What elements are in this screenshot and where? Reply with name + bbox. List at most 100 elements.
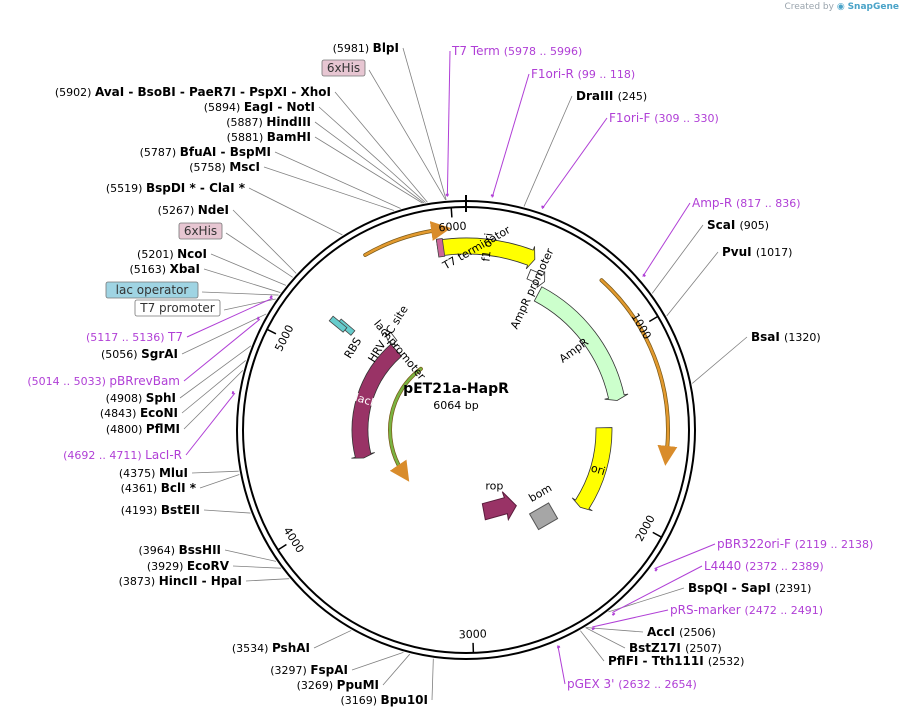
- primer-label[interactable]: F1ori-F (309 .. 330): [609, 111, 719, 125]
- site-leader: [402, 47, 447, 200]
- restriction-site-label[interactable]: PvuI (1017): [722, 245, 792, 259]
- restriction-site-label[interactable]: (4375) MluI: [119, 466, 188, 480]
- primer-leader: [185, 392, 236, 456]
- restriction-site-label[interactable]: (5887) HindIII: [226, 115, 311, 129]
- site-leader: [201, 291, 279, 296]
- site-leader: [585, 627, 626, 649]
- site-leader: [691, 336, 748, 384]
- feature-rbs-label: RBS: [342, 335, 365, 361]
- primer-leader: [541, 117, 608, 210]
- restriction-site-label[interactable]: DraIII (245): [576, 89, 647, 103]
- restriction-site-label[interactable]: (4193) BstEII: [121, 503, 200, 517]
- restriction-site-label[interactable]: BspQI - SapI (2391): [688, 581, 811, 595]
- primer-leader: [654, 543, 716, 570]
- feature-rbs[interactable]: [328, 315, 348, 333]
- restriction-site-label[interactable]: (5519) BspDI * - ClaI *: [106, 181, 246, 195]
- feature-box-6xhis[interactable]: [321, 59, 366, 77]
- primer-marker: [591, 627, 596, 631]
- primer-leader: [491, 73, 530, 198]
- site-leader: [666, 251, 719, 317]
- restriction-site-label[interactable]: BstZ17I (2507): [629, 641, 722, 655]
- primer-marker: [642, 273, 646, 278]
- tick-label: 6000: [438, 220, 467, 235]
- feature-ampr[interactable]: [533, 286, 629, 401]
- restriction-site-label[interactable]: ScaI (905): [707, 218, 769, 232]
- restriction-site-label[interactable]: (5981) BlpI: [333, 41, 399, 55]
- restriction-site-label[interactable]: (5201) NcoI: [137, 247, 207, 261]
- feature-f1-ori[interactable]: [436, 237, 536, 270]
- site-leader: [351, 651, 404, 671]
- feature-box-lac-operator[interactable]: [105, 281, 199, 299]
- site-leader: [580, 630, 605, 662]
- tick-mark: [266, 328, 277, 335]
- tick-label: 2000: [633, 513, 658, 544]
- site-leader: [181, 360, 246, 414]
- restriction-site-label[interactable]: (4800) PflMI: [106, 422, 180, 436]
- restriction-site-label[interactable]: (4361) BclI *: [121, 481, 197, 495]
- restriction-site-label[interactable]: (5758) MscI: [189, 160, 260, 174]
- primer-marker: [556, 645, 561, 649]
- restriction-site-label[interactable]: BsaI (1320): [751, 330, 821, 344]
- primer-label[interactable]: T7 Term (5978 .. 5996): [451, 44, 582, 58]
- restriction-site-label[interactable]: (3534) PshAI: [232, 641, 310, 655]
- primer-label[interactable]: L4440 (2372 .. 2389): [704, 559, 824, 573]
- site-leader: [585, 627, 644, 633]
- primer-label[interactable]: (5117 .. 5136) T7: [86, 330, 183, 344]
- restriction-site-label[interactable]: (5894) EagI - NotI: [204, 100, 315, 114]
- restriction-site-label[interactable]: AccI (2506): [647, 625, 716, 639]
- restriction-site-label[interactable]: (5787) BfuAI - BspMI: [140, 145, 271, 159]
- site-leader: [232, 209, 297, 274]
- restriction-site-label[interactable]: (5902) AvaI - BsoBI - PaeR7I - PspXI - X…: [55, 85, 331, 99]
- feature-box-label: 6xHis: [327, 61, 360, 75]
- restriction-site-label[interactable]: (4843) EcoNI: [100, 406, 178, 420]
- restriction-site-label[interactable]: (4908) SphI: [106, 391, 176, 405]
- feature-laci-promoter[interactable]: [384, 332, 398, 347]
- restriction-site-label[interactable]: (3269) PpuMI: [297, 678, 379, 692]
- site-leader: [318, 106, 426, 203]
- restriction-site-label[interactable]: (3873) HincII - HpaI: [119, 574, 242, 588]
- primer-label[interactable]: pRS-marker (2472 .. 2491): [670, 603, 823, 617]
- primer-label[interactable]: Amp-R (817 .. 836): [692, 196, 801, 210]
- tick-mark: [652, 531, 662, 538]
- primer-label[interactable]: F1ori-R (99 .. 118): [531, 67, 635, 81]
- restriction-site-label[interactable]: (3169) Bpu10I: [340, 693, 428, 707]
- feature-ampr-label: AmpR: [557, 335, 591, 365]
- feature-rop-label: rop: [485, 480, 503, 493]
- orange-arc-arrow: [657, 444, 678, 466]
- restriction-site-label[interactable]: (5163) XbaI: [130, 262, 200, 276]
- feature-ampr-promoter[interactable]: [526, 269, 546, 288]
- primer-label[interactable]: (4692 .. 4711) LacI-R: [63, 448, 182, 462]
- feature-t7-terminator[interactable]: [435, 237, 446, 258]
- primer-label[interactable]: (5014 .. 5033) pBRrevBam: [27, 374, 180, 388]
- feature-box-6xhis[interactable]: [178, 222, 223, 240]
- feature-box-t7-promoter[interactable]: [134, 299, 221, 317]
- tick-label: 3000: [459, 627, 487, 641]
- site-leader: [199, 474, 240, 489]
- primer-leader: [446, 50, 451, 197]
- feature-bom[interactable]: [528, 502, 559, 531]
- restriction-site-label[interactable]: (3297) FspAI: [270, 663, 348, 677]
- feature-laci[interactable]: [351, 343, 403, 459]
- primer-label[interactable]: pBR322ori-F (2119 .. 2138): [717, 537, 873, 551]
- restriction-site-label[interactable]: (3964) BssHII: [139, 543, 221, 557]
- primer-label[interactable]: pGEX 3' (2632 .. 2654): [567, 677, 697, 691]
- tick-label: 4000: [281, 525, 307, 556]
- site-leader: [523, 95, 573, 207]
- feature-rop[interactable]: [481, 491, 517, 522]
- feature-ori[interactable]: [571, 427, 613, 512]
- restriction-site-label[interactable]: (5881) BamHI: [227, 130, 311, 144]
- orange-arc-shadow: [363, 228, 435, 257]
- restriction-site-label[interactable]: (5267) NdeI: [158, 203, 229, 217]
- feature-box-label: 6xHis: [184, 224, 217, 238]
- restriction-site-label[interactable]: (3929) EcoRV: [147, 559, 230, 573]
- primer-marker: [256, 316, 260, 321]
- restriction-site-label[interactable]: PflFI - Tth111I (2532): [608, 654, 744, 668]
- site-leader: [248, 187, 343, 236]
- orange-arc: [363, 229, 435, 257]
- restriction-site-label[interactable]: (5056) SgrAI: [101, 347, 178, 361]
- watermark-brand: SnapGene: [847, 2, 899, 12]
- feature-bom-label: bom: [527, 481, 555, 504]
- watermark-prefix: Created by: [784, 2, 834, 12]
- site-leader: [191, 470, 239, 474]
- site-leader: [263, 166, 395, 211]
